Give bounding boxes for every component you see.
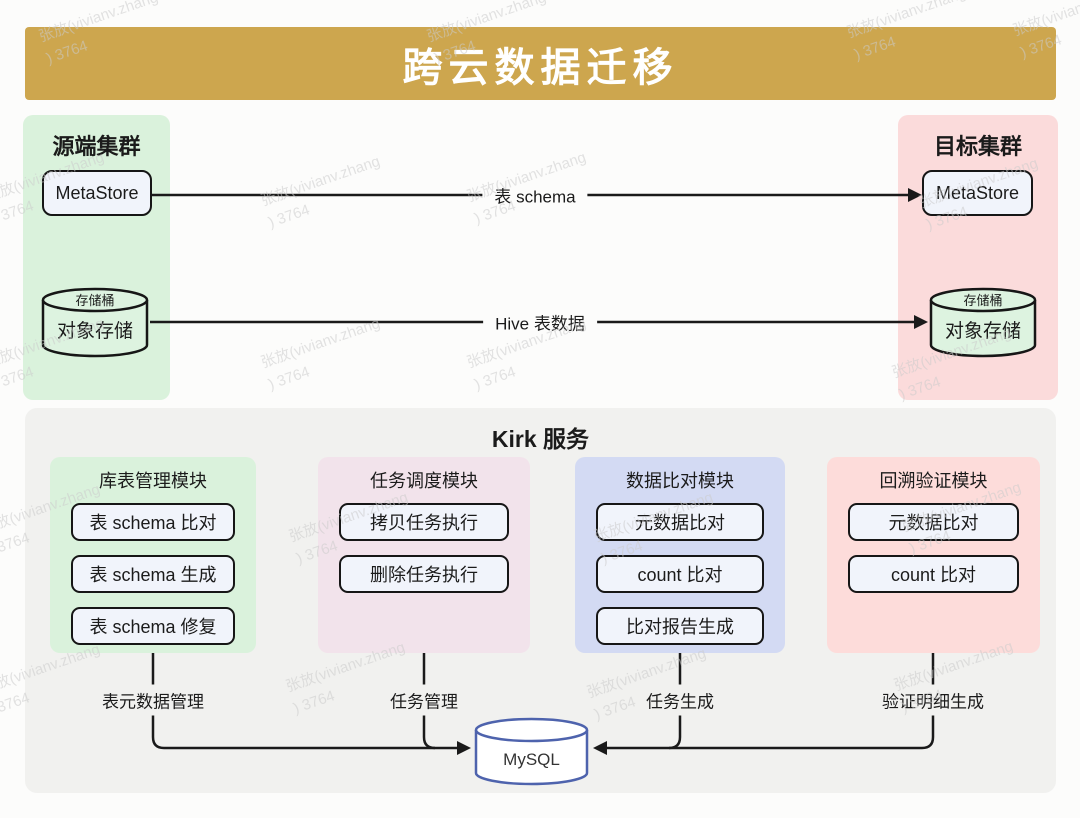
target-cluster-panel: 目标集群 bbox=[898, 115, 1058, 400]
task-node: 比对报告生成 bbox=[596, 607, 764, 645]
hive-flow-label: Hive 表数据 bbox=[483, 307, 597, 337]
source-cluster-title: 源端集群 bbox=[52, 134, 141, 159]
watermark: 张放(vivianv.zhang ) 3764 bbox=[258, 314, 383, 393]
mysql-cylinder: MySQL bbox=[474, 717, 589, 786]
source-bucket-label: 对象存储 bbox=[57, 320, 133, 342]
target-bucket-label: 对象存储 bbox=[945, 320, 1021, 342]
module-backtrack-verification: 回溯验证模块 元数据比对 count 比对 bbox=[827, 457, 1040, 653]
task-node: 表 schema 生成 bbox=[70, 555, 236, 593]
title-banner: 跨云数据迁移 bbox=[25, 27, 1056, 100]
mysql-label: MySQL bbox=[503, 750, 560, 769]
source-bucket-top-label: 存储桶 bbox=[75, 293, 114, 308]
task-node: 删除任务执行 bbox=[339, 555, 509, 593]
module-title: 回溯验证模块 bbox=[879, 471, 988, 491]
task-node: count 比对 bbox=[596, 555, 764, 593]
task-node: 表 schema 修复 bbox=[70, 607, 236, 645]
output-label-task-management: 任务管理 bbox=[382, 684, 466, 716]
task-node: 拷贝任务执行 bbox=[339, 503, 509, 541]
target-cluster-title: 目标集群 bbox=[933, 134, 1022, 159]
task-node: 元数据比对 bbox=[596, 503, 764, 541]
output-label-table-metadata: 表元数据管理 bbox=[94, 684, 212, 716]
module-title: 数据比对模块 bbox=[626, 471, 734, 491]
module-table-management: 库表管理模块 表 schema 比对 表 schema 生成 表 schema … bbox=[50, 457, 256, 653]
page-title: 跨云数据迁移 bbox=[402, 45, 679, 90]
output-label-verification-detail: 验证明细生成 bbox=[874, 684, 992, 716]
module-title: 任务调度模块 bbox=[370, 471, 478, 491]
task-node: count 比对 bbox=[848, 555, 1019, 593]
watermark: 张放(vivianv.zhang ) 3764 bbox=[258, 152, 383, 231]
source-metastore-label: MetaStore bbox=[55, 182, 139, 203]
target-bucket-top-label: 存储桶 bbox=[963, 293, 1002, 308]
target-metastore-node: MetaStore bbox=[922, 170, 1033, 216]
module-title: 库表管理模块 bbox=[99, 471, 207, 491]
task-node: 元数据比对 bbox=[848, 503, 1019, 541]
output-label-task-generation: 任务生成 bbox=[638, 684, 722, 716]
target-metastore-label: MetaStore bbox=[935, 182, 1020, 203]
module-task-scheduling: 任务调度模块 拷贝任务执行 删除任务执行 bbox=[318, 457, 530, 653]
task-node: 表 schema 比对 bbox=[70, 503, 236, 541]
source-metastore-node: MetaStore bbox=[42, 170, 152, 216]
module-data-comparison: 数据比对模块 元数据比对 count 比对 比对报告生成 bbox=[575, 457, 785, 653]
target-bucket-cylinder: 存储桶 对象存储 bbox=[929, 287, 1037, 358]
source-bucket-cylinder: 存储桶 对象存储 bbox=[41, 287, 149, 358]
schema-flow-label: 表 schema bbox=[482, 180, 588, 210]
kirk-service-title: Kirk 服务 bbox=[491, 426, 590, 452]
